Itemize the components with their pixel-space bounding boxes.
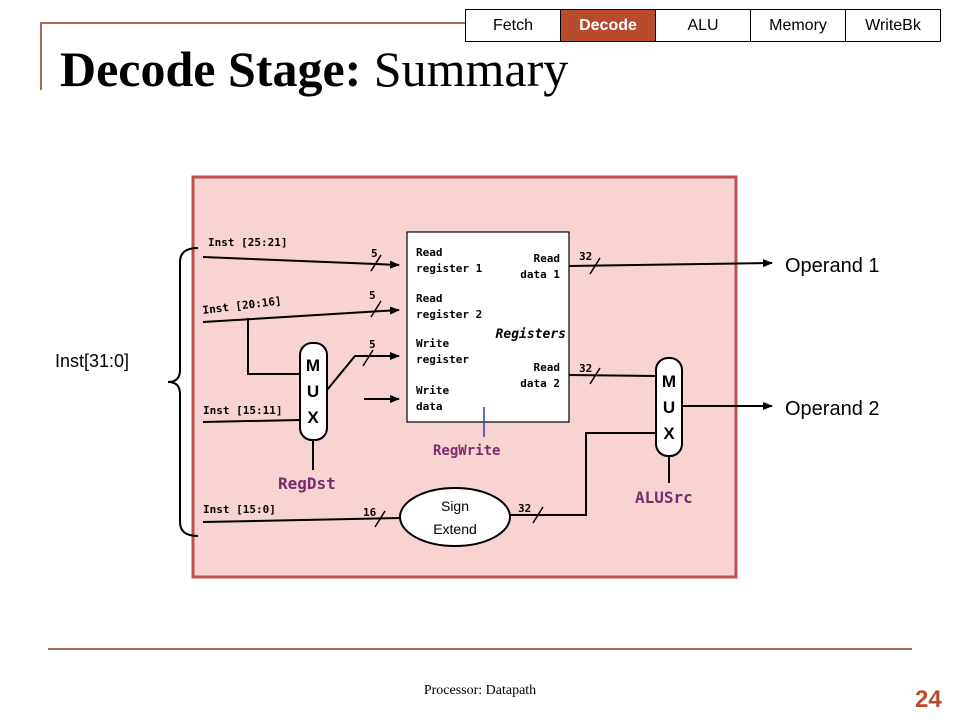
alusrc-signal-label: ALUSrc bbox=[635, 488, 693, 507]
footer-text: Processor: Datapath bbox=[423, 683, 537, 698]
read-register-2-label: Read bbox=[416, 292, 443, 305]
alusrc-mux-letter-m: M bbox=[662, 372, 676, 391]
tab-fetch[interactable]: Fetch bbox=[466, 10, 561, 41]
write-data-label-2: data bbox=[416, 400, 443, 413]
alusrc-mux bbox=[655, 357, 683, 457]
tab-alu[interactable]: ALU bbox=[656, 10, 751, 41]
tab-memory[interactable]: Memory bbox=[751, 10, 846, 41]
registers-label: Registers bbox=[496, 327, 566, 342]
bus-slash-read-reg-1 bbox=[370, 254, 382, 272]
rt-wire bbox=[202, 306, 400, 323]
rd-wire bbox=[202, 419, 301, 423]
read-data-2-label: Read bbox=[534, 361, 561, 374]
bus-slash-imm-in bbox=[374, 510, 386, 528]
regdst-mux-letter-u: U bbox=[307, 382, 319, 401]
width-imm-in: 16 bbox=[363, 506, 377, 519]
regdst-signal-label: RegDst bbox=[278, 474, 336, 493]
width-read-reg-1: 5 bbox=[371, 247, 378, 260]
write-register-label-2: register bbox=[416, 353, 469, 366]
alusrc-mux-letter-x: X bbox=[663, 424, 675, 443]
imm-wire bbox=[202, 517, 401, 523]
field-imm-label: Inst [15:0] bbox=[203, 503, 276, 516]
mux-to-write-reg-wire bbox=[326, 352, 400, 391]
width-read-reg-2: 5 bbox=[369, 289, 376, 302]
input-label: Inst[31:0] bbox=[55, 351, 129, 371]
operand-1-label: Operand 1 bbox=[785, 255, 880, 277]
write-data-label: Write bbox=[416, 384, 449, 397]
footer-divider bbox=[48, 648, 912, 650]
sign-extend-label: Sign bbox=[441, 498, 469, 514]
alusrc-mux-letter-u: U bbox=[663, 398, 675, 417]
bus-slash-imm-out bbox=[532, 506, 544, 524]
title-normal: Summary bbox=[373, 41, 569, 97]
read-data-1-label: Read bbox=[534, 252, 561, 265]
width-imm-out: 32 bbox=[518, 502, 531, 515]
input-brace bbox=[167, 247, 199, 537]
field-rd-label: Inst [15:11] bbox=[203, 404, 282, 417]
width-write-reg: 5 bbox=[369, 338, 376, 351]
corner-accent-horizontal bbox=[40, 22, 465, 24]
width-read-data-1: 32 bbox=[579, 250, 592, 263]
read-register-2-label-2: register 2 bbox=[416, 308, 482, 321]
rt-branch-wire bbox=[247, 318, 300, 375]
read-data-2-label-2: data 2 bbox=[520, 377, 560, 390]
regwrite-signal-label: RegWrite bbox=[433, 443, 500, 459]
title-bold: Decode Stage: bbox=[60, 41, 362, 97]
stage-tabs: Fetch Decode ALU Memory WriteBk bbox=[465, 9, 941, 42]
bus-slash-read-data-1 bbox=[589, 257, 601, 275]
width-read-data-2: 32 bbox=[579, 362, 592, 375]
tab-writeback[interactable]: WriteBk bbox=[846, 10, 940, 41]
operand-2-label: Operand 2 bbox=[785, 398, 880, 420]
sign-extend-unit bbox=[399, 487, 511, 547]
register-file bbox=[406, 231, 570, 423]
page-number: 24 bbox=[915, 686, 942, 713]
field-rs-label: Inst [25:21] bbox=[208, 236, 287, 249]
regdst-mux-letter-x: X bbox=[307, 408, 319, 427]
bus-slash-read-reg-2 bbox=[370, 300, 382, 318]
read-data-1-label-2: data 1 bbox=[520, 268, 560, 281]
tab-decode[interactable]: Decode bbox=[561, 10, 656, 41]
regdst-mux-letter-m: M bbox=[306, 356, 320, 375]
write-register-label: Write bbox=[416, 337, 449, 350]
sign-extend-out-wire bbox=[509, 432, 656, 516]
corner-accent-vertical bbox=[40, 22, 42, 90]
rs-wire bbox=[202, 256, 400, 269]
bus-slash-read-data-2 bbox=[589, 367, 601, 385]
regdst-mux bbox=[299, 342, 328, 441]
bus-slash-write-reg bbox=[362, 349, 374, 367]
read-register-1-label: Read bbox=[416, 246, 443, 259]
read-register-1-label-2: register 1 bbox=[416, 262, 483, 275]
page-title: Decode Stage: Summary bbox=[60, 40, 568, 98]
read-data-2-wire bbox=[568, 374, 657, 377]
read-data-1-wire bbox=[568, 259, 773, 268]
sign-extend-label-2: Extend bbox=[433, 521, 477, 537]
